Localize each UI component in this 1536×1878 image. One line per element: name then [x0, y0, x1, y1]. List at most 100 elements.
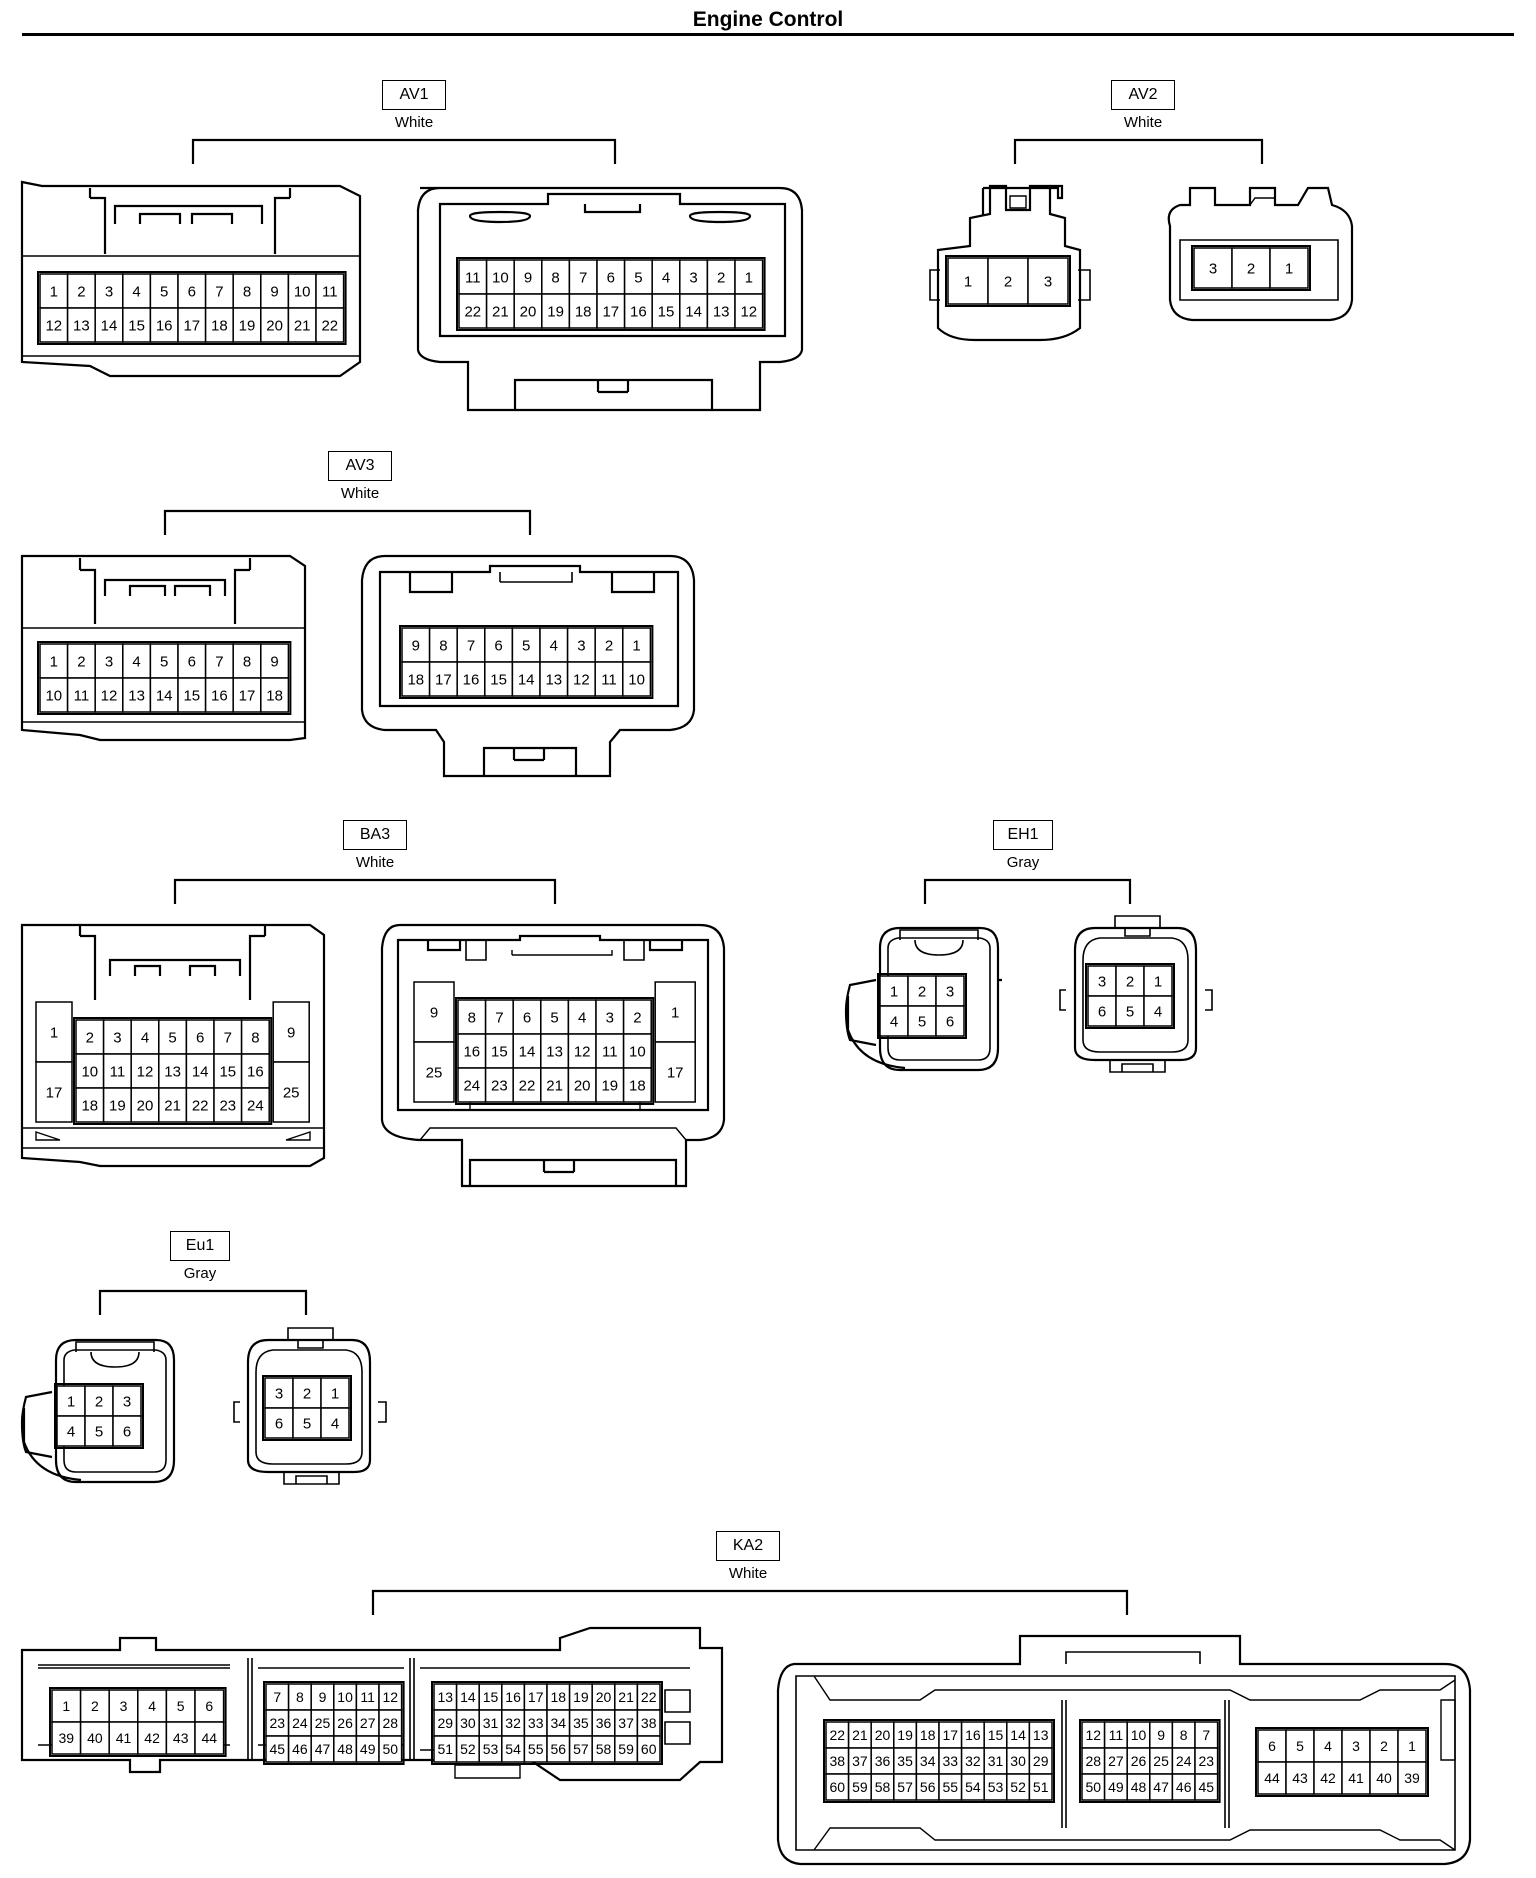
- pin-number: 3: [123, 1393, 131, 1410]
- pin-number: 12: [137, 1063, 154, 1080]
- ba3-view1-pin: 12: [130, 1053, 160, 1089]
- ka2-view2-block1-pin: 56: [915, 1773, 940, 1801]
- ka2-view2-block3-pin: 6: [1257, 1729, 1287, 1763]
- pin-number: 51: [438, 1741, 454, 1757]
- ka2-view1-block3-pin: 16: [501, 1683, 526, 1711]
- pin-number: 14: [156, 687, 173, 704]
- ba3-view1-pin: 13: [158, 1053, 188, 1089]
- pin-number: 8: [296, 1689, 304, 1705]
- pin-number: 15: [219, 1063, 236, 1080]
- pin-number: 3: [1098, 973, 1106, 990]
- eh1-view2-pin: 6: [1087, 995, 1117, 1027]
- pin-number: 48: [1131, 1779, 1147, 1795]
- pin-number: 4: [1324, 1738, 1332, 1754]
- ba3-view2-pin: 16: [457, 1033, 487, 1069]
- av3-view1-pin: 13: [122, 677, 152, 713]
- pin-number: 29: [438, 1715, 454, 1731]
- pin-number: 3: [1209, 260, 1217, 277]
- av3-view2-pin: 18: [401, 661, 431, 697]
- ka2-view2-block3-pin: 40: [1369, 1761, 1399, 1795]
- ka2-view1-block2-pin: 48: [333, 1735, 358, 1763]
- ka2-view1-block1-pin: 42: [137, 1721, 168, 1755]
- av2-view1-pin: 3: [1027, 257, 1069, 305]
- ka2-view1-block3-pin: 17: [523, 1683, 548, 1711]
- pin-number: 12: [740, 303, 757, 320]
- ba3-view2-pin: 5: [540, 999, 570, 1035]
- pin-number: 22: [321, 317, 338, 334]
- ba3-view2-pin: 19: [595, 1067, 625, 1103]
- pin-number: 7: [495, 1009, 503, 1026]
- ka2-view1-block3-pin: 21: [614, 1683, 639, 1711]
- pin-number: 53: [483, 1741, 499, 1757]
- pin-number: 14: [192, 1063, 209, 1080]
- ka2-view1-block3-pin: 32: [501, 1709, 526, 1737]
- pin-number: 56: [920, 1779, 936, 1795]
- pin-number: 4: [1154, 1003, 1162, 1020]
- ka2-view2-block2-pin: 47: [1149, 1773, 1174, 1801]
- connector-bracket-ka2: [371, 1589, 1129, 1615]
- pin-number: 8: [251, 1029, 259, 1046]
- pin-number: 21: [546, 1077, 563, 1094]
- ba3-view2-pin: 11: [595, 1033, 625, 1069]
- pin-number: 2: [86, 1029, 94, 1046]
- av1-view2-pin: 20: [513, 293, 543, 329]
- pin-number: 56: [551, 1741, 567, 1757]
- av1-view2-pin: 3: [679, 259, 709, 295]
- pin-number: 11: [74, 687, 90, 704]
- av3-view2-pin: 9: [401, 627, 431, 663]
- ba3-view2-pin: 20: [567, 1067, 597, 1103]
- pin-number: 55: [943, 1779, 959, 1795]
- ka2-view2-block1-pin: 59: [847, 1773, 872, 1801]
- pin-number: 16: [965, 1727, 981, 1743]
- pin-number: 6: [523, 1009, 531, 1026]
- av1-view1-pin: 8: [232, 273, 262, 309]
- ba3-view2-side-pin: 25: [413, 1041, 455, 1103]
- av1-view2-pin: 13: [706, 293, 736, 329]
- ba3-view2-pin: 8: [457, 999, 487, 1035]
- av1-view1-pin: 16: [149, 307, 179, 343]
- ka2-view1-block3-pin: 18: [546, 1683, 571, 1711]
- eu1-view2-pin: 1: [320, 1377, 350, 1409]
- pin-number: 14: [1010, 1727, 1026, 1743]
- pin-number: 16: [463, 671, 480, 688]
- pin-number: 16: [211, 687, 228, 704]
- ka2-view2-block3-pin: 44: [1257, 1761, 1287, 1795]
- pin-number: 47: [1153, 1779, 1169, 1795]
- pin-number: 17: [528, 1689, 544, 1705]
- av1-view2-pin: 7: [568, 259, 598, 295]
- pin-number: 8: [243, 283, 251, 300]
- eh1-view1-pin: 4: [879, 1005, 909, 1037]
- eh1-view2-pin: 3: [1087, 965, 1117, 997]
- pin-number: 1: [50, 1024, 58, 1041]
- connector-bracket-av1: [191, 138, 617, 164]
- pin-number: 4: [132, 653, 140, 670]
- av3-view1-pin: 3: [94, 643, 124, 679]
- pin-number: 15: [491, 1043, 508, 1060]
- ka2-view1-block3-pin: 58: [591, 1735, 616, 1763]
- av1-view1-pin: 2: [66, 273, 96, 309]
- pin-number: 35: [573, 1715, 589, 1731]
- av3-view1-pin: 18: [260, 677, 290, 713]
- ka2-view1-block2-pin: 45: [265, 1735, 290, 1763]
- eh1-view1-pin: 5: [907, 1005, 937, 1037]
- ka2-view2-block1-pin: 31: [983, 1747, 1008, 1775]
- pin-number: 15: [988, 1727, 1004, 1743]
- ba3-view1-pin: 19: [102, 1087, 132, 1123]
- ka2-view1-block2-pin: 25: [310, 1709, 335, 1737]
- ka2-view1-block2-pin: 26: [333, 1709, 358, 1737]
- ka2-view2-block2-pin: 12: [1081, 1721, 1106, 1749]
- ka2-view2-block2-pin: 9: [1149, 1721, 1174, 1749]
- pin-number: 19: [897, 1727, 913, 1743]
- connector-code-eu1: Eu1: [170, 1231, 230, 1261]
- pin-number: 26: [337, 1715, 353, 1731]
- pin-number: 44: [202, 1730, 218, 1746]
- av3-view2-pin: 1: [622, 627, 652, 663]
- pin-number: 9: [319, 1689, 327, 1705]
- ba3-view2-pin: 22: [512, 1067, 542, 1103]
- eh1-view2-pin: 2: [1115, 965, 1145, 997]
- ba3-view2-pin: 15: [484, 1033, 514, 1069]
- connector-color-eu1: Gray: [183, 1265, 217, 1282]
- pin-number: 47: [315, 1741, 331, 1757]
- pin-number: 20: [875, 1727, 891, 1743]
